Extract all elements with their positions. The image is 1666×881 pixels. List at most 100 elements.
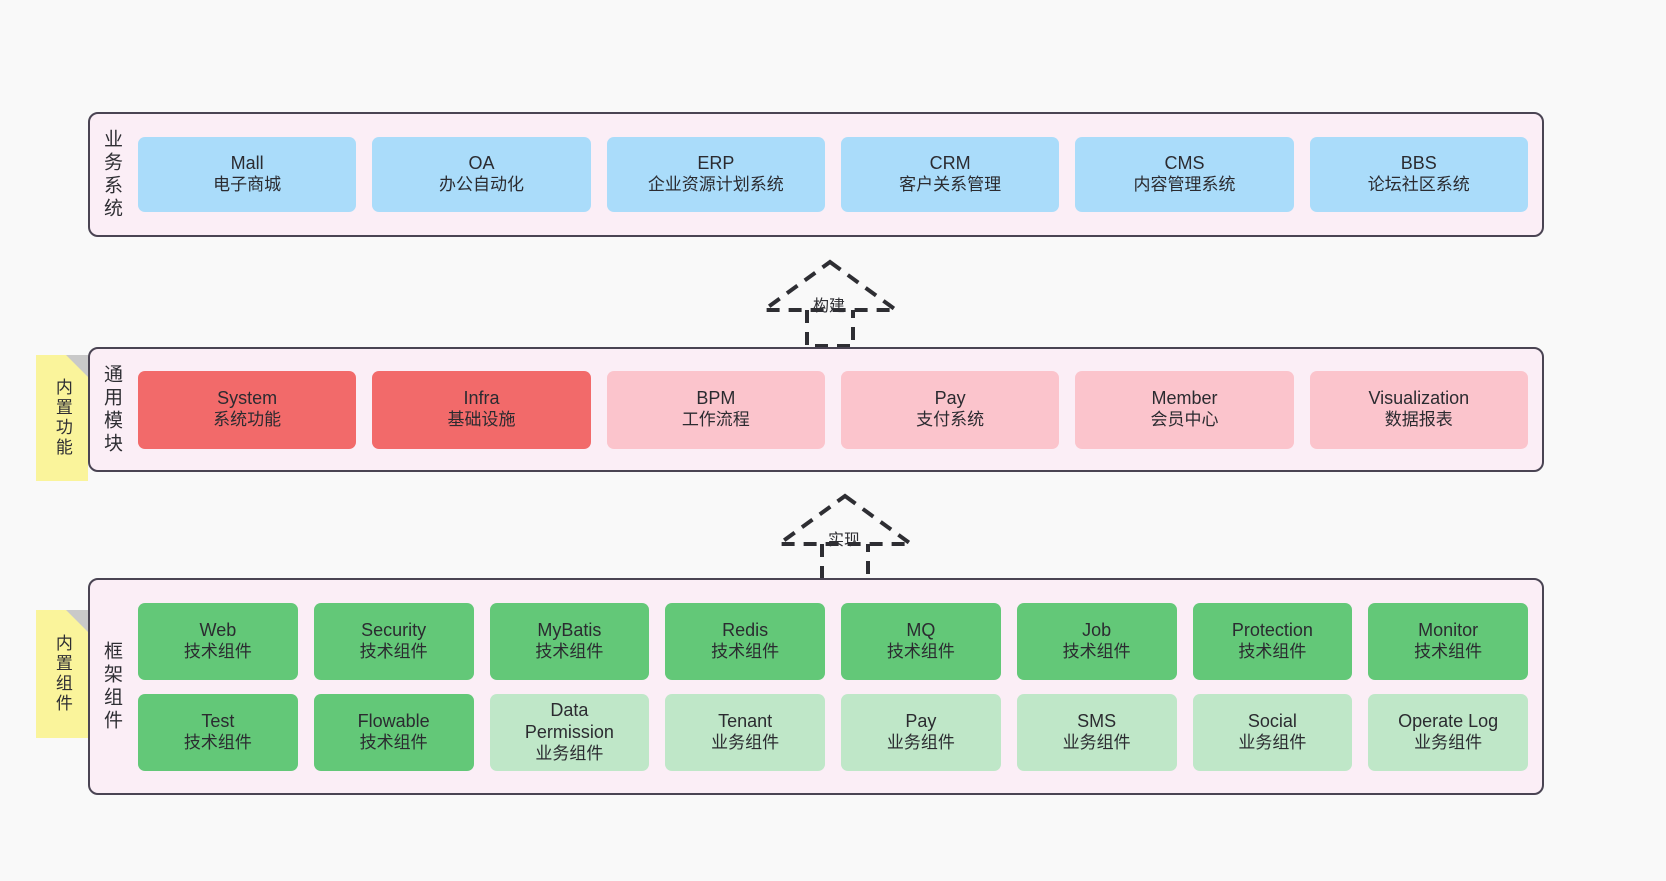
card-title: BPM — [696, 388, 736, 409]
card-monitor[interactable]: Monitor 技术组件 — [1368, 602, 1528, 680]
card-title: Data — [550, 699, 589, 720]
card-job[interactable]: Job 技术组件 — [1016, 602, 1177, 680]
card-bpm[interactable]: BPM 工作流程 — [606, 370, 825, 449]
framework-cards-row-2: Test 技术组件 Flowable 技术组件 Data Permission … — [138, 693, 1528, 771]
business-layer-body: Mall 电子商城 OA 办公自动化 ERP 企业资源计划系统 CRM 客户关系… — [132, 114, 1542, 235]
arrow-impl-label: 实现 — [828, 532, 861, 549]
card-title: Job — [1082, 619, 1112, 640]
card-title: System — [217, 388, 278, 409]
business-systems-layer: 业务系统 Mall 电子商城 OA 办公自动化 ERP 企业资源计划系统 CRM… — [88, 112, 1544, 237]
card-title: Security — [361, 619, 427, 640]
card-title: Infra — [463, 388, 500, 409]
card-subtitle: 电子商城 — [213, 175, 282, 195]
card-title: OA — [468, 153, 495, 174]
common-layer-body: System 系统功能 Infra 基础设施 BPM 工作流程 Pay 支付系统… — [132, 349, 1542, 470]
card-subtitle: 业务组件 — [1238, 732, 1307, 752]
card-data-permission[interactable]: Data Permission 业务组件 — [489, 693, 650, 771]
card-title: Pay — [934, 388, 966, 409]
card-subtitle: 客户关系管理 — [899, 175, 1002, 195]
common-cards-row: System 系统功能 Infra 基础设施 BPM 工作流程 Pay 支付系统… — [138, 370, 1528, 449]
card-mq[interactable]: MQ 技术组件 — [841, 602, 1001, 680]
business-layer-title: 业务系统 — [100, 128, 122, 221]
note-label: 内置功能 — [52, 378, 72, 458]
card-subtitle: 技术组件 — [1062, 641, 1131, 661]
sticky-note-builtin-component: 内置组件 — [36, 610, 88, 738]
card-title-line2: Permission — [524, 721, 614, 742]
card-tenant[interactable]: Tenant 业务组件 — [665, 693, 825, 771]
card-pay-component[interactable]: Pay 业务组件 — [841, 693, 1001, 771]
card-subtitle: 技术组件 — [1414, 641, 1483, 661]
card-bbs[interactable]: BBS 论坛社区系统 — [1309, 137, 1528, 212]
card-sms[interactable]: SMS 业务组件 — [1016, 693, 1177, 771]
card-system[interactable]: System 系统功能 — [138, 370, 357, 449]
card-subtitle: 业务组件 — [535, 743, 604, 763]
card-security[interactable]: Security 技术组件 — [313, 602, 474, 680]
generalization-arrow-build: 构建 — [755, 258, 905, 348]
card-oa[interactable]: OA 办公自动化 — [372, 137, 591, 212]
card-title: ERP — [697, 153, 735, 174]
card-mall[interactable]: Mall 电子商城 — [138, 137, 357, 212]
card-subtitle: 业务组件 — [1414, 732, 1483, 752]
card-test[interactable]: Test 技术组件 — [138, 693, 298, 771]
card-subtitle: 技术组件 — [1238, 641, 1307, 661]
card-social[interactable]: Social 业务组件 — [1192, 693, 1353, 771]
card-title: Pay — [905, 710, 937, 731]
card-crm[interactable]: CRM 客户关系管理 — [840, 137, 1060, 212]
card-title: CRM — [929, 153, 971, 174]
card-subtitle: 支付系统 — [916, 410, 985, 430]
card-subtitle: 技术组件 — [359, 641, 428, 661]
card-subtitle: 办公自动化 — [438, 175, 524, 195]
card-redis[interactable]: Redis 技术组件 — [665, 602, 825, 680]
card-title: Monitor — [1418, 619, 1479, 640]
card-title: Mall — [230, 153, 264, 174]
card-subtitle: 企业资源计划系统 — [647, 175, 784, 195]
card-subtitle: 系统功能 — [213, 410, 282, 430]
note-fold-corner-icon — [66, 610, 88, 632]
card-title: MyBatis — [537, 619, 602, 640]
card-title: Flowable — [357, 710, 430, 731]
card-protection[interactable]: Protection 技术组件 — [1192, 602, 1353, 680]
arrow-stem — [820, 544, 870, 582]
card-visualization[interactable]: Visualization 数据报表 — [1309, 370, 1528, 449]
card-subtitle: 数据报表 — [1384, 410, 1453, 430]
card-operate-log[interactable]: Operate Log 业务组件 — [1368, 693, 1528, 771]
card-subtitle: 技术组件 — [886, 641, 955, 661]
card-title: Social — [1247, 710, 1297, 731]
arrow-head-triangle — [757, 259, 903, 312]
card-cms[interactable]: CMS 内容管理系统 — [1075, 137, 1294, 212]
card-subtitle: 业务组件 — [1062, 732, 1131, 752]
framework-layer-body: Web 技术组件 Security 技术组件 MyBatis 技术组件 Redi… — [132, 580, 1542, 793]
card-subtitle: 技术组件 — [183, 732, 252, 752]
card-erp[interactable]: ERP 企业资源计划系统 — [606, 137, 825, 212]
card-title: Tenant — [718, 710, 773, 731]
card-flowable[interactable]: Flowable 技术组件 — [313, 693, 474, 771]
arrow-stem — [805, 310, 855, 348]
arrow-build-label: 构建 — [813, 298, 846, 315]
card-subtitle: 业务组件 — [711, 732, 780, 752]
card-title: MQ — [906, 619, 936, 640]
note-label: 内置组件 — [52, 634, 72, 714]
card-subtitle: 内容管理系统 — [1133, 175, 1236, 195]
note-fold-corner-icon — [66, 355, 88, 377]
card-subtitle: 基础设施 — [447, 410, 516, 430]
card-mybatis[interactable]: MyBatis 技术组件 — [489, 602, 650, 680]
card-web[interactable]: Web 技术组件 — [138, 602, 298, 680]
business-cards-row: Mall 电子商城 OA 办公自动化 ERP 企业资源计划系统 CRM 客户关系… — [138, 137, 1528, 212]
framework-components-layer: 框架组件 Web 技术组件 Security 技术组件 MyBatis 技术组件… — [88, 578, 1544, 795]
card-subtitle: 业务组件 — [886, 732, 955, 752]
card-infra[interactable]: Infra 基础设施 — [372, 370, 591, 449]
card-title: Member — [1151, 388, 1218, 409]
card-member[interactable]: Member 会员中心 — [1075, 370, 1294, 449]
arrow-head-triangle — [772, 493, 918, 546]
card-pay-module[interactable]: Pay 支付系统 — [840, 370, 1060, 449]
card-subtitle: 会员中心 — [1150, 410, 1219, 430]
card-title: SMS — [1077, 710, 1117, 731]
common-layer-title: 通用模块 — [100, 363, 122, 456]
card-title: Test — [201, 710, 235, 731]
card-title: Operate Log — [1398, 710, 1499, 731]
generalization-arrow-implement: 实现 — [770, 492, 920, 582]
card-subtitle: 技术组件 — [535, 641, 604, 661]
card-subtitle: 技术组件 — [359, 732, 428, 752]
card-title: Visualization — [1368, 388, 1470, 409]
